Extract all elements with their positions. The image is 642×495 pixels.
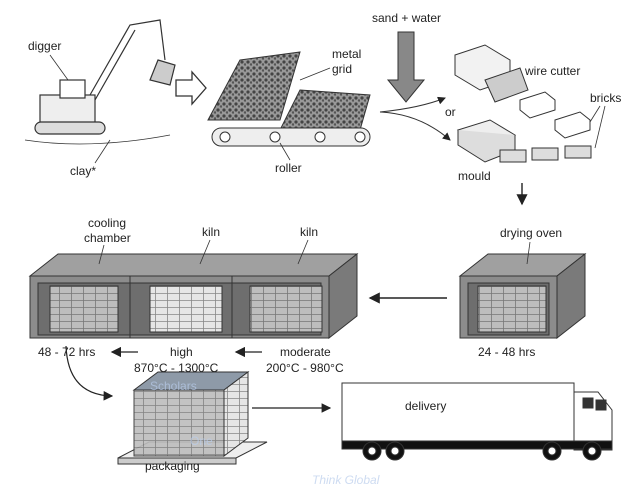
label-moderate-temp: 200°C - 980°C	[266, 361, 344, 375]
label-cooling: cooling	[88, 216, 126, 230]
label-bricks: bricks	[590, 91, 621, 105]
label-drying-time: 24 - 48 hrs	[478, 345, 535, 359]
label-kiln-high: kiln	[202, 225, 220, 239]
label-kiln-moderate: kiln	[300, 225, 318, 239]
watermark-tagline: Think Global	[312, 473, 380, 487]
label-drying-oven: drying oven	[500, 226, 562, 240]
label-metal: metal	[332, 47, 361, 61]
label-grid: grid	[332, 62, 352, 76]
label-delivery: delivery	[405, 399, 446, 413]
conveyor-roller-illustration	[207, 51, 371, 147]
label-sand-water: sand + water	[372, 11, 441, 25]
label-digger: digger	[28, 39, 61, 53]
watermark-text-2: One	[190, 434, 213, 448]
packaging-pallet	[117, 371, 268, 465]
digger-illustration	[24, 19, 176, 145]
down-arrow-icon	[386, 31, 426, 103]
label-mould: mould	[458, 169, 491, 183]
label-or: or	[445, 105, 456, 119]
watermark-text: Scholars	[150, 379, 197, 393]
label-chamber: chamber	[84, 231, 131, 245]
label-packaging: packaging	[145, 459, 200, 473]
label-roller: roller	[275, 161, 302, 175]
label-high: high	[170, 345, 193, 359]
label-clay: clay*	[70, 164, 96, 178]
process-arrow-icon	[175, 70, 207, 106]
drying-oven	[458, 252, 587, 340]
mould-illustration	[456, 119, 592, 163]
label-wire-cutter: wire cutter	[524, 64, 580, 78]
wire-cutter-illustration	[454, 44, 591, 139]
label-moderate: moderate	[280, 345, 331, 359]
delivery-truck	[341, 382, 613, 461]
kiln-tunnel	[28, 252, 359, 340]
watermark: Scholars One Think Global	[150, 379, 380, 487]
